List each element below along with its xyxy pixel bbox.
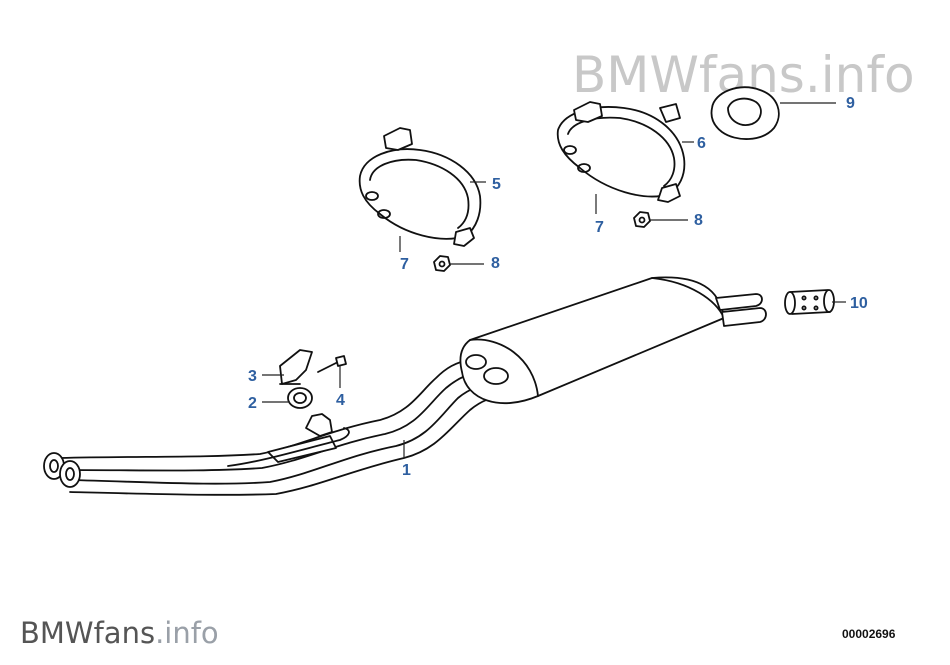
strap-clamp-left <box>358 127 482 247</box>
callout-7-left[interactable]: 7 <box>400 256 409 273</box>
watermark-bottom-brand: BMWfans <box>20 616 155 650</box>
hex-nut-right <box>633 211 651 228</box>
bolt <box>317 355 347 373</box>
gasket <box>710 86 780 140</box>
callout-7-right[interactable]: 7 <box>595 219 604 236</box>
watermark-top-suffix: .info <box>805 46 915 104</box>
callout-6[interactable]: 6 <box>697 135 706 152</box>
callout-3[interactable]: 3 <box>248 368 257 385</box>
strap-clamp-right <box>556 101 686 203</box>
callout-10[interactable]: 10 <box>850 295 868 312</box>
exhaust-pipe-assembly <box>43 276 767 496</box>
callout-2[interactable]: 2 <box>248 395 257 412</box>
leader-lines <box>262 102 846 458</box>
callout-8-right[interactable]: 8 <box>694 212 703 229</box>
tailpipe-tip <box>784 289 835 315</box>
callout-1[interactable]: 1 <box>402 462 411 479</box>
callout-4[interactable]: 4 <box>336 392 345 409</box>
callout-5[interactable]: 5 <box>492 176 501 193</box>
watermark-bottom-suffix: .info <box>155 616 219 650</box>
bracket <box>279 349 313 385</box>
callouts: 1 2 3 4 5 6 7 7 8 8 9 10 <box>248 95 868 479</box>
callout-9[interactable]: 9 <box>846 95 855 112</box>
callout-8-left[interactable]: 8 <box>491 255 500 272</box>
diagram-number: 00002696 <box>842 627 896 641</box>
watermark-top: BMWfans.info <box>572 46 915 104</box>
watermark-bottom: BMWfans.info <box>20 616 219 650</box>
hex-nut-left <box>433 255 451 272</box>
rubber-mount <box>287 387 313 409</box>
